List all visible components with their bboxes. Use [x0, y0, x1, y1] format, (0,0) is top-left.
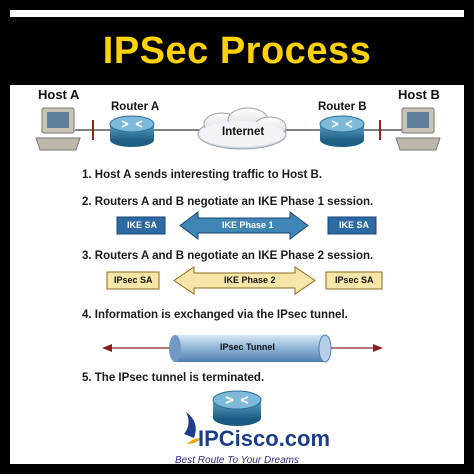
- host-b-label: Host B: [398, 87, 440, 102]
- tunnel-arrowhead-left: [102, 344, 112, 352]
- ike-phase2-arrow: [173, 266, 316, 295]
- step-5-text: 5. The IPsec tunnel is terminated.: [82, 372, 265, 384]
- host-b-computer-icon: [395, 107, 441, 151]
- ipsec-sa-box-left: [106, 271, 160, 290]
- ipsec-sa-left-label: IPsec SA: [114, 275, 153, 285]
- step-4-text: 4. Information is exchanged via the IPse…: [82, 309, 348, 321]
- step-2-text: 2. Routers A and B negotiate an IKE Phas…: [82, 196, 374, 208]
- page-title: IPSec Process: [102, 29, 372, 72]
- ipsec-sa-box-right: [325, 271, 383, 290]
- router-a-icon: [109, 115, 155, 147]
- brand-name: IPCisco.com: [198, 426, 331, 451]
- router-b-icon: [319, 115, 365, 147]
- ike-phase1-label: IKE Phase 1: [222, 220, 274, 230]
- ipcisco-logo-mark-icon: [184, 412, 201, 444]
- slide-frame: [10, 10, 464, 464]
- internet-label: Internet: [222, 126, 265, 138]
- ike-phase2-label: IKE Phase 2: [224, 275, 276, 285]
- ipcisco-logo-router-icon: [212, 390, 262, 426]
- router-a-label: Router A: [111, 101, 160, 113]
- ipsec-tunnel-label: IPsec Tunnel: [220, 342, 275, 352]
- ipsec-tunnel: [175, 335, 325, 362]
- title-bar: IPSec Process: [10, 17, 464, 85]
- ipsec-sa-right-label: IPsec SA: [335, 275, 374, 285]
- ike-phase1-arrow: [179, 211, 309, 240]
- ike-sa-box-left: [116, 216, 166, 235]
- step-3-text: 3. Routers A and B negotiate an IKE Phas…: [82, 250, 374, 262]
- ike-sa-box-right: [327, 216, 377, 235]
- host-a-computer-icon: [35, 107, 81, 151]
- ike-sa-right-label: IKE SA: [339, 220, 370, 230]
- ike-sa-left-label: IKE SA: [127, 220, 158, 230]
- host-a-label: Host A: [38, 87, 80, 102]
- tunnel-arrowhead-right: [373, 344, 383, 352]
- step-1-text: 1. Host A sends interesting traffic to H…: [82, 169, 323, 181]
- router-b-label: Router B: [318, 101, 367, 113]
- internet-cloud-icon: [197, 107, 287, 150]
- brand-slogan: Best Route To Your Dreams: [175, 455, 299, 466]
